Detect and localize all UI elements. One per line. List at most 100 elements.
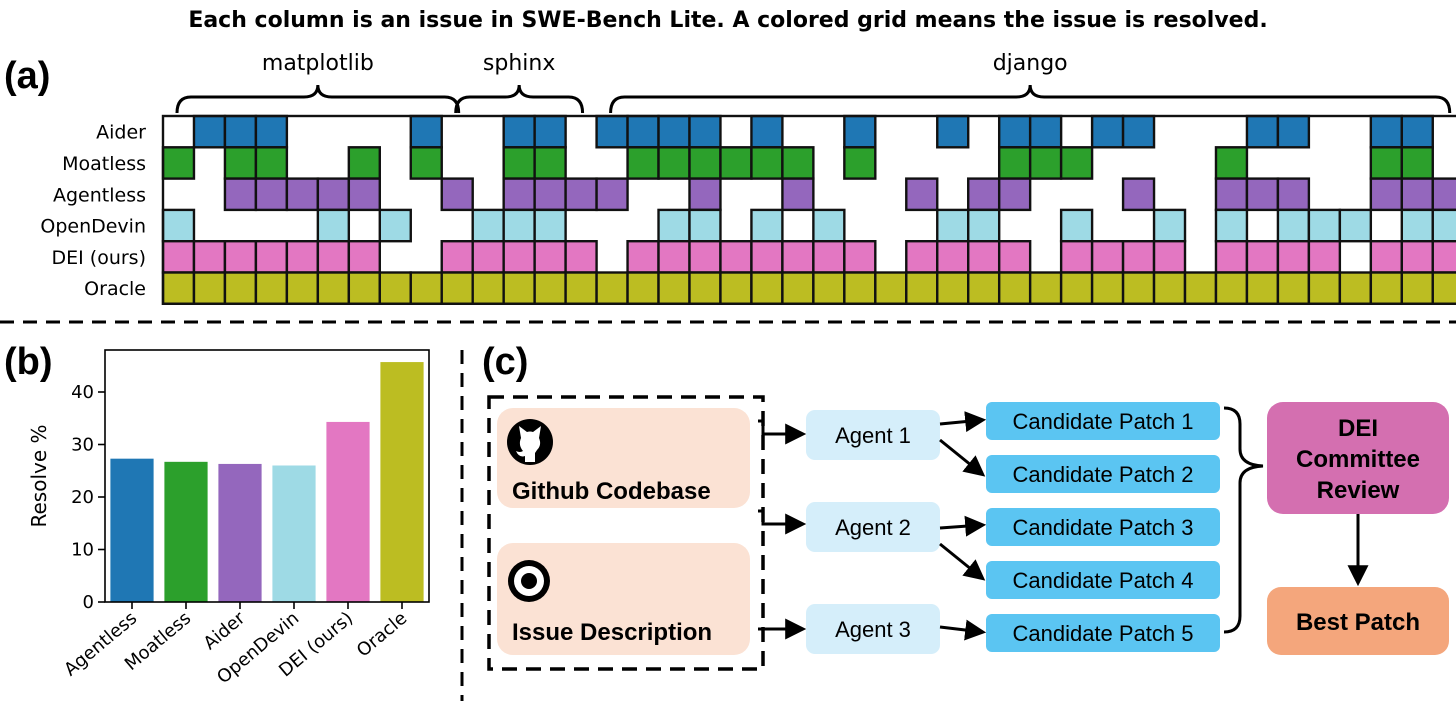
grid-cell	[502, 146, 536, 180]
grid-cell	[161, 239, 196, 274]
grid-cell	[750, 271, 784, 305]
grid-cell	[967, 271, 1001, 305]
grid-cell	[533, 146, 567, 180]
grid-cell	[997, 146, 1032, 180]
grid-cell	[1214, 146, 1249, 180]
grid-cell	[285, 271, 320, 305]
grid-cell	[1369, 271, 1403, 305]
y-tick-label: 20	[71, 487, 94, 508]
input-label-issue: Issue Description	[512, 619, 712, 646]
grid-cell	[1400, 271, 1434, 305]
grid-cell	[626, 239, 660, 274]
grid-cell	[347, 146, 381, 180]
grid-cell	[595, 114, 629, 149]
grid-cell	[997, 239, 1032, 274]
grid-cell	[719, 146, 753, 180]
grid-cell	[936, 114, 970, 149]
grid-cell	[502, 177, 536, 212]
arrow-agent-1-patch-1	[939, 411, 987, 433]
grid-cell	[1121, 114, 1156, 149]
panel-a-label: (a)	[4, 55, 50, 97]
inputs-dashed-box	[487, 395, 765, 671]
grid-cell	[1028, 146, 1063, 180]
grid-cell	[905, 239, 939, 274]
grid-cell	[254, 146, 289, 180]
grid-cell	[1431, 239, 1456, 274]
grid-cell	[1152, 208, 1187, 243]
patch-label: Candidate Patch 2	[1012, 462, 1193, 487]
grid-cell	[595, 177, 629, 212]
grid-cell	[347, 239, 381, 274]
bar	[110, 458, 154, 602]
grid-cell	[285, 239, 320, 274]
x-tick-label: Oracle	[353, 608, 411, 662]
grid-cell	[1059, 146, 1094, 180]
grid-cell	[967, 177, 1001, 212]
panel-c-label: (c)	[482, 341, 528, 383]
grid-cell	[192, 239, 227, 274]
input-box-issue	[497, 543, 750, 655]
arrow-agent-3-patch-5	[939, 619, 987, 641]
grid-cell	[254, 239, 289, 274]
grid-cell	[316, 208, 351, 243]
grid-cell	[223, 239, 258, 274]
row-label: DEI (ours)	[52, 247, 146, 269]
group-brace	[609, 84, 1452, 114]
grid-cell	[843, 271, 877, 305]
grid-cell	[1369, 239, 1403, 274]
grid-cell	[626, 146, 660, 180]
patch-box	[986, 561, 1220, 599]
grid-cell	[1400, 177, 1434, 212]
grid-cell	[378, 271, 412, 305]
grid-cell	[781, 146, 815, 180]
input-label-codebase: Github Codebase	[512, 478, 711, 505]
grid-cell	[967, 208, 1001, 243]
grid-cell	[750, 114, 784, 149]
grid-cell	[502, 271, 536, 305]
review-line-3: Review	[1317, 477, 1400, 504]
grid-cell	[997, 114, 1032, 149]
grid-cell	[657, 208, 691, 243]
grid-cell	[409, 146, 443, 180]
agent-box	[806, 604, 940, 654]
grid-cell	[1028, 271, 1063, 305]
grid-cell	[161, 146, 196, 180]
patches-merge-bracket	[1223, 406, 1264, 634]
input-github-codebase: Github Codebase	[497, 408, 750, 508]
grid-cell	[905, 271, 939, 305]
grid-cell	[471, 239, 505, 274]
grid-cell	[1400, 208, 1434, 243]
grid-cell	[750, 146, 784, 180]
resolution-grid	[161, 114, 1456, 306]
flow-arrows	[758, 406, 1369, 641]
grid-cell	[626, 114, 660, 149]
grid-cell	[1431, 208, 1456, 243]
grid-cell	[1121, 271, 1156, 305]
grid-cell	[750, 208, 784, 243]
grid-cell	[812, 208, 846, 243]
grid-cell	[936, 239, 970, 274]
grid-cell	[316, 239, 351, 274]
grid-cell	[1152, 239, 1187, 274]
grid-cell	[192, 114, 227, 149]
grid-cell	[843, 114, 877, 149]
grid-cell	[1121, 177, 1156, 212]
grid-cell	[1090, 114, 1125, 149]
grid-cell	[874, 271, 908, 305]
arrow-input-agent-2	[758, 509, 807, 535]
grid-cell	[781, 271, 815, 305]
patch-label: Candidate Patch 1	[1012, 409, 1193, 434]
group-brace	[175, 84, 461, 114]
grid-cell	[1121, 239, 1156, 274]
grid-cell	[843, 146, 877, 180]
grid-cell	[409, 271, 443, 305]
group-label: django	[993, 51, 1068, 76]
group-brace	[454, 84, 585, 114]
bar	[164, 461, 208, 602]
grid-cell	[688, 146, 722, 180]
grid-cell	[595, 271, 629, 305]
grid-cell	[1245, 177, 1280, 212]
grid-cell	[1183, 271, 1218, 305]
grid-cell	[440, 177, 474, 212]
